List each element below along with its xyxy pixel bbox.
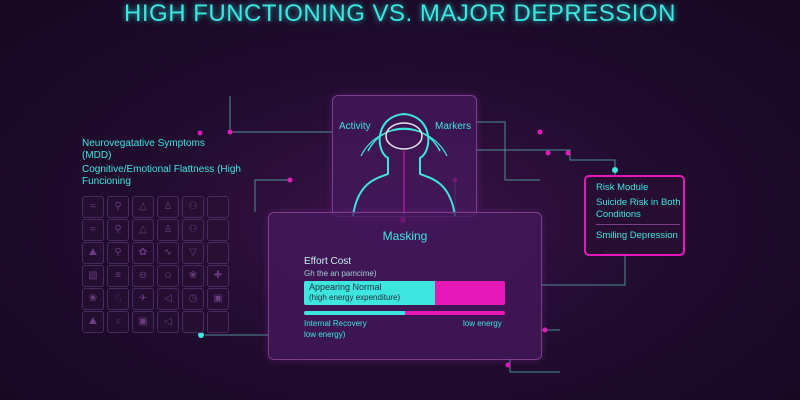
symptom-icon: ✈ — [132, 288, 154, 310]
smiling-depression-item: Smiling Depression — [596, 230, 678, 241]
symptom-icon: ⚲ — [107, 219, 129, 241]
symptom-icon: ◁ — [157, 311, 179, 333]
masking-title: Masking — [382, 229, 428, 243]
divider — [596, 224, 680, 225]
symptom-icon: ♙ — [157, 196, 179, 218]
effort-cost-label: Effort Cost — [304, 256, 352, 267]
appearing-normal-label: Appearing Normal — [309, 282, 382, 292]
symptom-icon: ⚇ — [182, 219, 204, 241]
symptom-icon: ✚ — [207, 265, 229, 287]
page-title: HIGH FUNCTIONING VS. MAJOR DEPRESSION — [124, 0, 676, 27]
symptom-icon — [207, 242, 229, 264]
symptom-icon: ♘ — [107, 288, 129, 310]
symptom-icon — [182, 311, 204, 333]
activity-markers-panel: Activity Markers — [332, 95, 477, 217]
symptom-icon: ◷ — [182, 288, 204, 310]
symptom-icon: △ — [132, 196, 154, 218]
suicide-risk-item: Suicide Risk in Both Conditions — [596, 197, 681, 220]
symptom-icon: ⊖ — [132, 265, 154, 287]
symptom-icon: ⚲ — [107, 196, 129, 218]
symptom-icon: ✿ — [132, 242, 154, 264]
symptom-icon: ≈ — [82, 219, 104, 241]
markers-label: Markers — [435, 121, 472, 132]
internal-recovery-sub: low energy) — [304, 330, 346, 339]
symptom-icon — [207, 311, 229, 333]
effort-cost-sub: Gh the an pamcime) — [304, 269, 377, 278]
symptom-icon: ≡ — [107, 265, 129, 287]
effort-bar: Appearing Normal (high energy expenditur… — [304, 281, 505, 305]
symptom-icon — [207, 196, 229, 218]
symptom-icon: ▣ — [132, 311, 154, 333]
symptom-icon: ⚇ — [182, 196, 204, 218]
symptom-icon: ❀ — [182, 265, 204, 287]
risk-module-title: Risk Module — [596, 182, 649, 193]
symptom-icon: ⚲ — [107, 242, 129, 264]
symptom-icon: ☺ — [157, 265, 179, 287]
symptom-icon: ▧ — [82, 265, 104, 287]
internal-recovery-label: Internal Recovery — [304, 319, 367, 328]
recovery-bar — [304, 311, 505, 315]
symptom-icon: △ — [132, 219, 154, 241]
neurovegetative-label: Neurovegatative Symptoms (MDD) — [82, 138, 205, 161]
symptom-icon: ♁ — [107, 311, 129, 333]
symptom-icon: ♙ — [157, 219, 179, 241]
activity-label: Activity — [339, 121, 371, 132]
symptom-icon: ⛰ — [82, 311, 104, 333]
masking-panel: Masking Effort Cost Gh the an pamcime) A… — [268, 212, 542, 360]
symptom-icon: ❀ — [82, 288, 104, 310]
cognitive-flatness-label: Cognitive/Emotional Flattness (High Func… — [82, 164, 241, 187]
symptom-icon: ▣ — [207, 288, 229, 310]
symptom-icon: ∿ — [157, 242, 179, 264]
effort-bar-fill — [304, 281, 435, 305]
appearing-normal-sub: (high energy expenditure) — [309, 293, 401, 302]
symptom-icon: ◁ — [157, 288, 179, 310]
low-energy-label: low energy — [463, 319, 502, 328]
risk-module-box: Risk Module Suicide Risk in Both Conditi… — [584, 175, 685, 256]
symptom-icon: ⛰ — [82, 242, 104, 264]
symptom-icon: ≈ — [82, 196, 104, 218]
symptom-icon: ▽ — [182, 242, 204, 264]
symptom-icon — [207, 219, 229, 241]
head-brain-icon — [352, 112, 456, 216]
recovery-bar-fill — [304, 311, 405, 315]
